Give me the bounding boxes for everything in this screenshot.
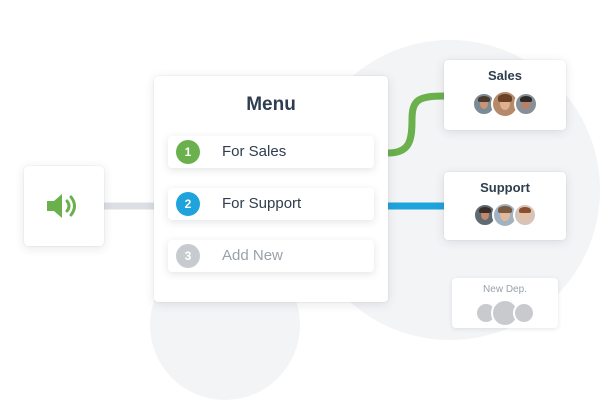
audio-source-card[interactable] — [24, 166, 104, 246]
sales-connector — [384, 92, 448, 157]
menu-item-number: 3 — [176, 244, 200, 268]
menu-title: Menu — [246, 94, 296, 115]
menu-item-number: 1 — [176, 140, 200, 164]
menu-item-number: 2 — [176, 192, 200, 216]
support-department-card[interactable]: Support — [444, 172, 566, 240]
new-department-card[interactable]: New Dep. — [452, 278, 558, 328]
menu-item-label: Add New — [222, 247, 283, 264]
placeholder-avatars — [452, 299, 558, 327]
new-department-title: New Dep. — [483, 284, 527, 295]
avatar — [514, 92, 538, 116]
menu-item-for-support[interactable]: 2 For Support — [168, 188, 374, 220]
menu-item-label: For Support — [222, 195, 302, 212]
department-title: Support — [480, 180, 530, 195]
sales-avatars — [444, 90, 566, 118]
menu-item-label: For Sales — [222, 143, 287, 160]
department-title: Sales — [488, 68, 522, 83]
menu-card: Menu 1 For Sales 2 For Support 3 Add New — [154, 76, 388, 302]
speaker-icon — [47, 194, 76, 218]
menu-item-for-sales[interactable]: 1 For Sales — [168, 136, 374, 168]
menu-item-add-new[interactable]: 3 Add New — [168, 240, 374, 272]
support-avatars — [444, 202, 566, 228]
avatar — [513, 203, 537, 227]
sales-department-card[interactable]: Sales — [444, 60, 566, 130]
placeholder-avatar-icon — [513, 302, 535, 324]
